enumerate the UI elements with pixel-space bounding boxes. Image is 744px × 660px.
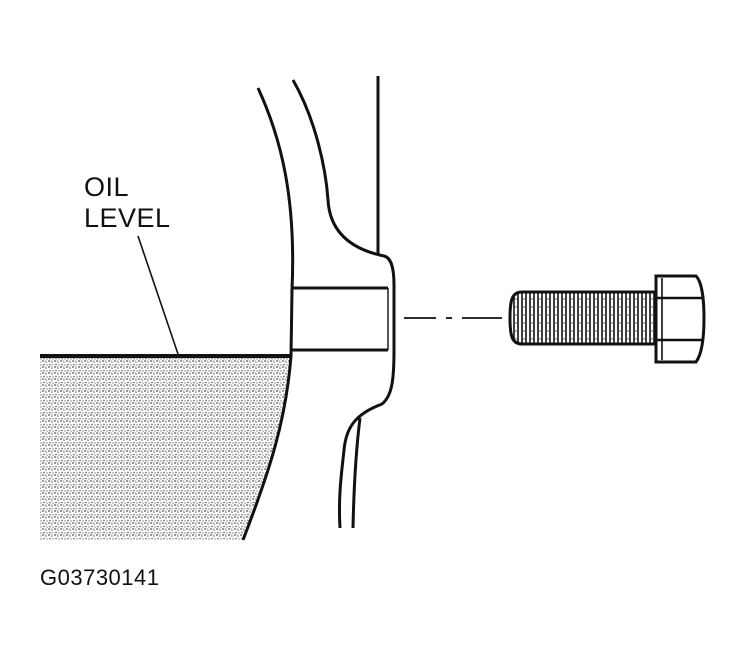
housing-inner-wall-lower bbox=[337, 349, 396, 529]
figure-id: G03730141 bbox=[40, 565, 160, 590]
bolt-threaded-shank bbox=[508, 290, 658, 346]
housing-outer-wall bbox=[241, 87, 295, 541]
oil-body bbox=[40, 356, 291, 540]
oil-level-label-line-2: LEVEL bbox=[84, 203, 171, 233]
bolt-icon bbox=[508, 274, 706, 364]
oil-level-label-line-1: OIL bbox=[84, 172, 130, 202]
housing-inner-wall-upper bbox=[291, 79, 396, 286]
oil-level-leader bbox=[137, 235, 179, 355]
bolt-hex-head bbox=[654, 274, 706, 364]
housing-rear-wall-lower bbox=[351, 417, 362, 529]
